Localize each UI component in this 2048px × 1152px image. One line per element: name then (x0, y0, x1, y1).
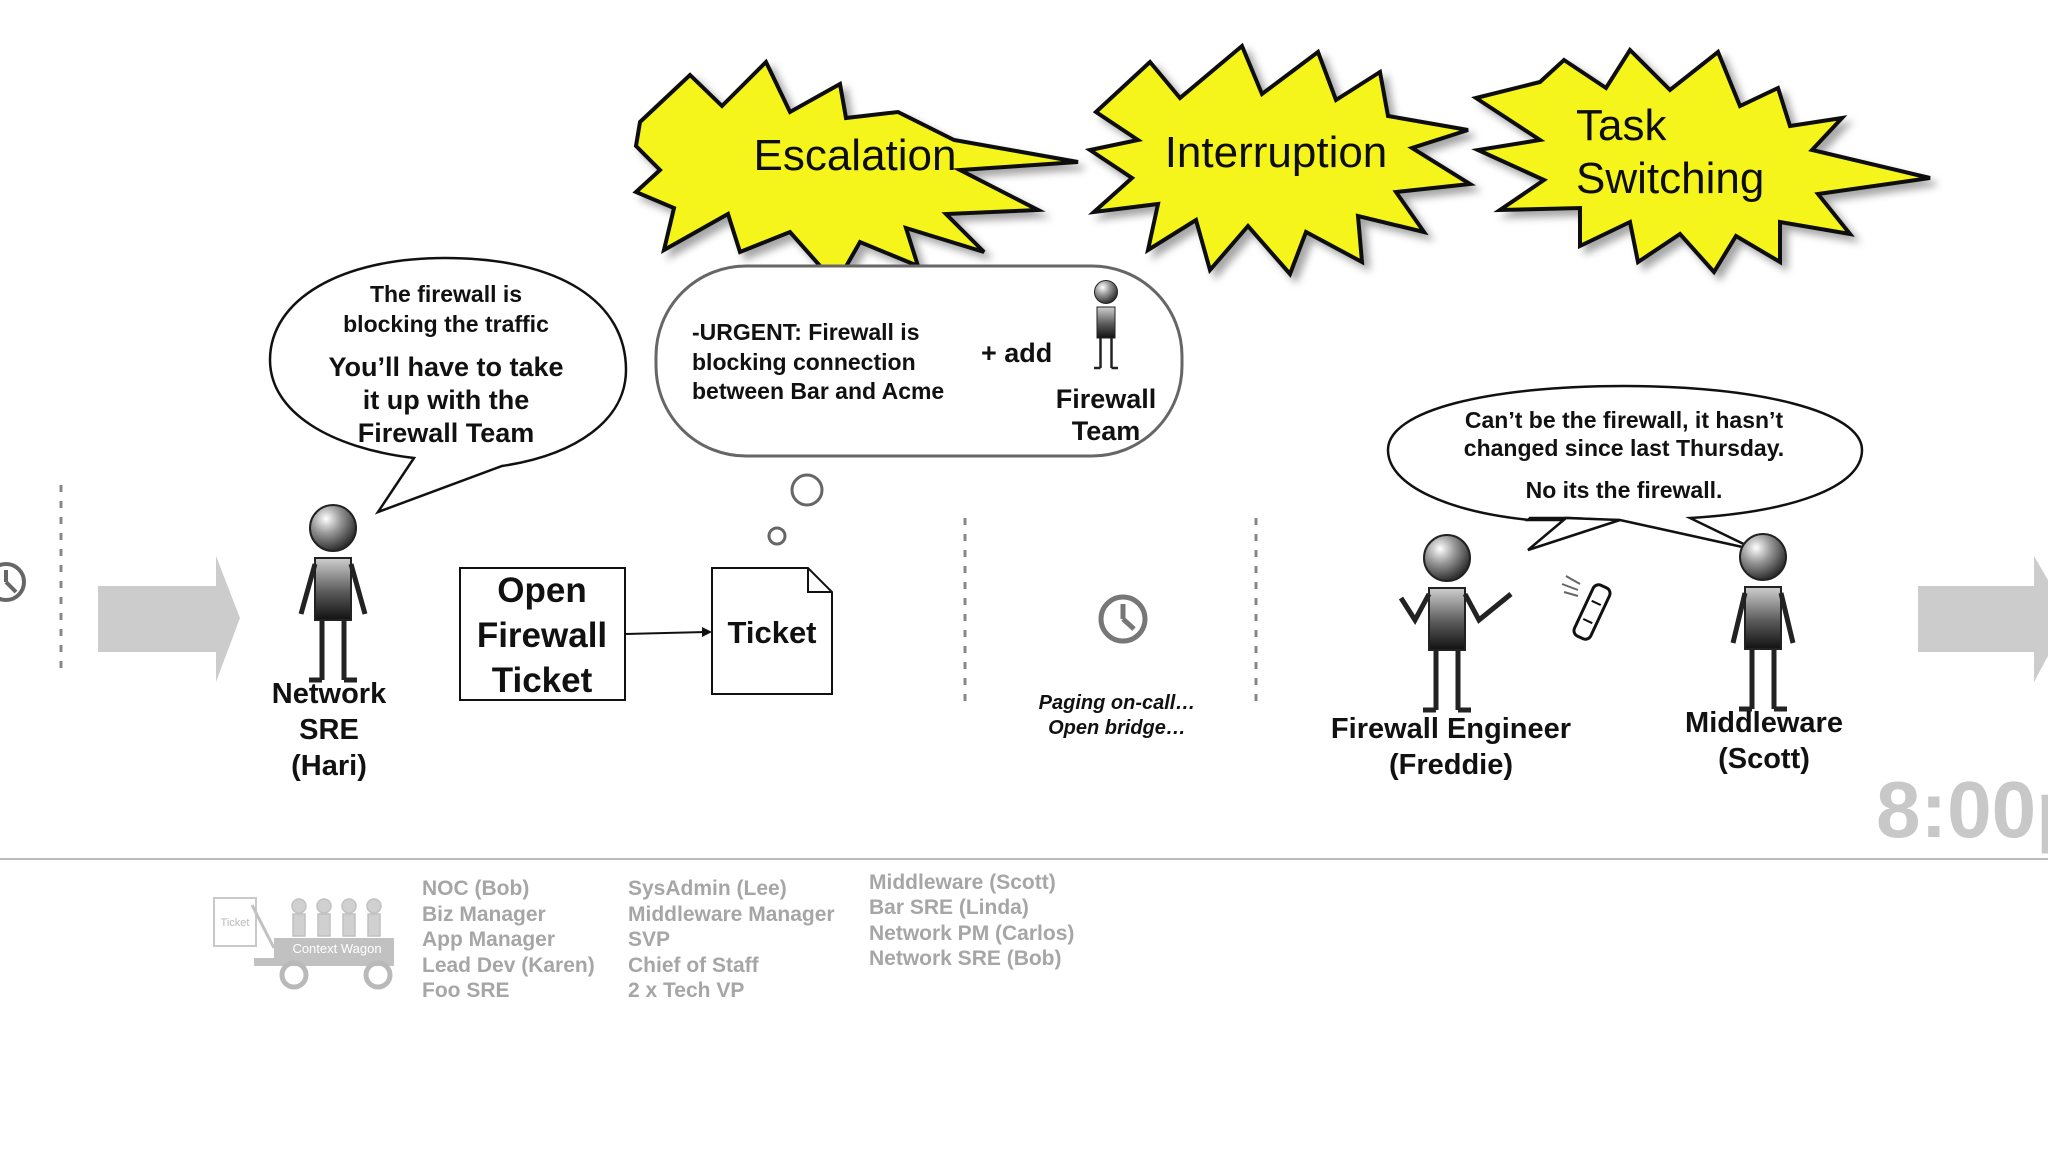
context-item: 2 x Tech VP (628, 979, 744, 1002)
hari-bubble-line3: You’ll have to take (328, 352, 563, 382)
open-ticket-line3: Ticket (492, 661, 593, 700)
scott-bubble-line3: No its the firewall. (1526, 477, 1723, 503)
context-wagon-icon: Ticket Context Wagon (213, 897, 394, 990)
thought-line3: between Bar and Acme (692, 378, 944, 404)
thought-bubble: -URGENT: Firewall is blocking connection… (654, 264, 1184, 546)
ticket-doc-label: Ticket (727, 615, 816, 650)
freddie-label-line1: Firewall Engineer (1331, 713, 1571, 745)
scott-label-line2: (Scott) (1718, 743, 1810, 775)
open-ticket-line2: Firewall (477, 616, 607, 655)
clock-icon (0, 562, 26, 602)
context-list-col2: SysAdmin (Lee) Middleware Manager SVP Ch… (628, 877, 835, 1002)
flow-arrow (98, 556, 240, 682)
context-item: SVP (628, 928, 670, 951)
hari-speech-bubble: The firewall is blocking the traffic You… (268, 256, 628, 515)
ticket-arrow-head (702, 627, 712, 637)
context-item: Network SRE (Bob) (869, 947, 1062, 970)
ticket-document-icon: Ticket (711, 567, 833, 695)
flow-arrow (1918, 556, 2048, 682)
thought-line2: blocking connection (692, 349, 916, 375)
context-list-col3: Middleware (Scott) Bar SRE (Linda) Netwo… (869, 871, 1074, 970)
hari-person-icon (298, 505, 368, 680)
escalation-burst: Escalation (632, 58, 1079, 288)
context-item: Lead Dev (Karen) (422, 954, 595, 977)
paging-note-line2: Open bridge… (1048, 717, 1186, 739)
hari-bubble-line2: blocking the traffic (343, 311, 549, 337)
interruption-text: Interruption (1165, 128, 1388, 177)
task-switching-text-line1: Task (1576, 101, 1667, 150)
context-item: Chief of Staff (628, 954, 760, 977)
context-item: App Manager (422, 928, 555, 951)
task-switching-text-line2: Switching (1576, 154, 1764, 203)
hari-label-line3: (Hari) (291, 750, 367, 782)
context-item: Foo SRE (422, 979, 510, 1002)
context-item: Network PM (Carlos) (869, 922, 1074, 945)
context-item: Bar SRE (Linda) (869, 896, 1029, 919)
interruption-burst: Interruption (1084, 42, 1476, 278)
context-item: SysAdmin (Lee) (628, 877, 787, 900)
thought-dot (767, 526, 787, 546)
paging-note-line1: Paging on-call… (1039, 692, 1196, 714)
scott-speech-bubble: Can’t be the firewall, it hasn’t changed… (1386, 384, 1864, 552)
context-item: Middleware Manager (628, 903, 835, 926)
freddie-person-icon (1398, 535, 1513, 710)
freddie-label-line2: (Freddie) (1389, 749, 1513, 781)
clock-icon (1098, 594, 1148, 644)
context-item: NOC (Bob) (422, 877, 529, 900)
phone-ringing-marks (1561, 575, 1581, 597)
ticket-arrow (624, 631, 707, 635)
thought-team-line1: Firewall (1056, 384, 1157, 414)
scott-bubble-line2: changed since last Thursday. (1464, 435, 1784, 461)
task-switching-burst: Task Switching (1471, 46, 1931, 276)
escalation-text: Escalation (753, 131, 956, 180)
hari-bubble-line4: it up with the (363, 385, 529, 415)
phone-icon (1572, 583, 1612, 641)
context-item: Biz Manager (422, 903, 546, 926)
wagon-label: Context Wagon (292, 941, 381, 956)
time-label: 8:00p (1876, 765, 2048, 854)
context-list-col1: NOC (Bob) Biz Manager App Manager Lead D… (422, 877, 595, 1002)
open-firewall-ticket-box: Open Firewall Ticket (459, 567, 626, 701)
scott-label-line1: Middleware (1685, 707, 1843, 739)
wagon-ticket-label: Ticket (221, 917, 250, 929)
thought-line1: -URGENT: Firewall is (692, 319, 919, 345)
hari-label-line1: Network (272, 678, 387, 710)
hari-bubble-line5: Firewall Team (358, 418, 535, 448)
context-item: Middleware (Scott) (869, 871, 1056, 894)
open-ticket-line1: Open (497, 571, 586, 610)
scott-bubble-line1: Can’t be the firewall, it hasn’t (1465, 407, 1784, 433)
hari-label-line2: SRE (299, 714, 359, 746)
thought-dot (790, 473, 824, 507)
hari-bubble-line1: The firewall is (370, 281, 522, 307)
thought-add: + add (981, 338, 1052, 368)
scott-person-icon (1730, 534, 1796, 709)
thought-team-line2: Team (1072, 416, 1141, 446)
